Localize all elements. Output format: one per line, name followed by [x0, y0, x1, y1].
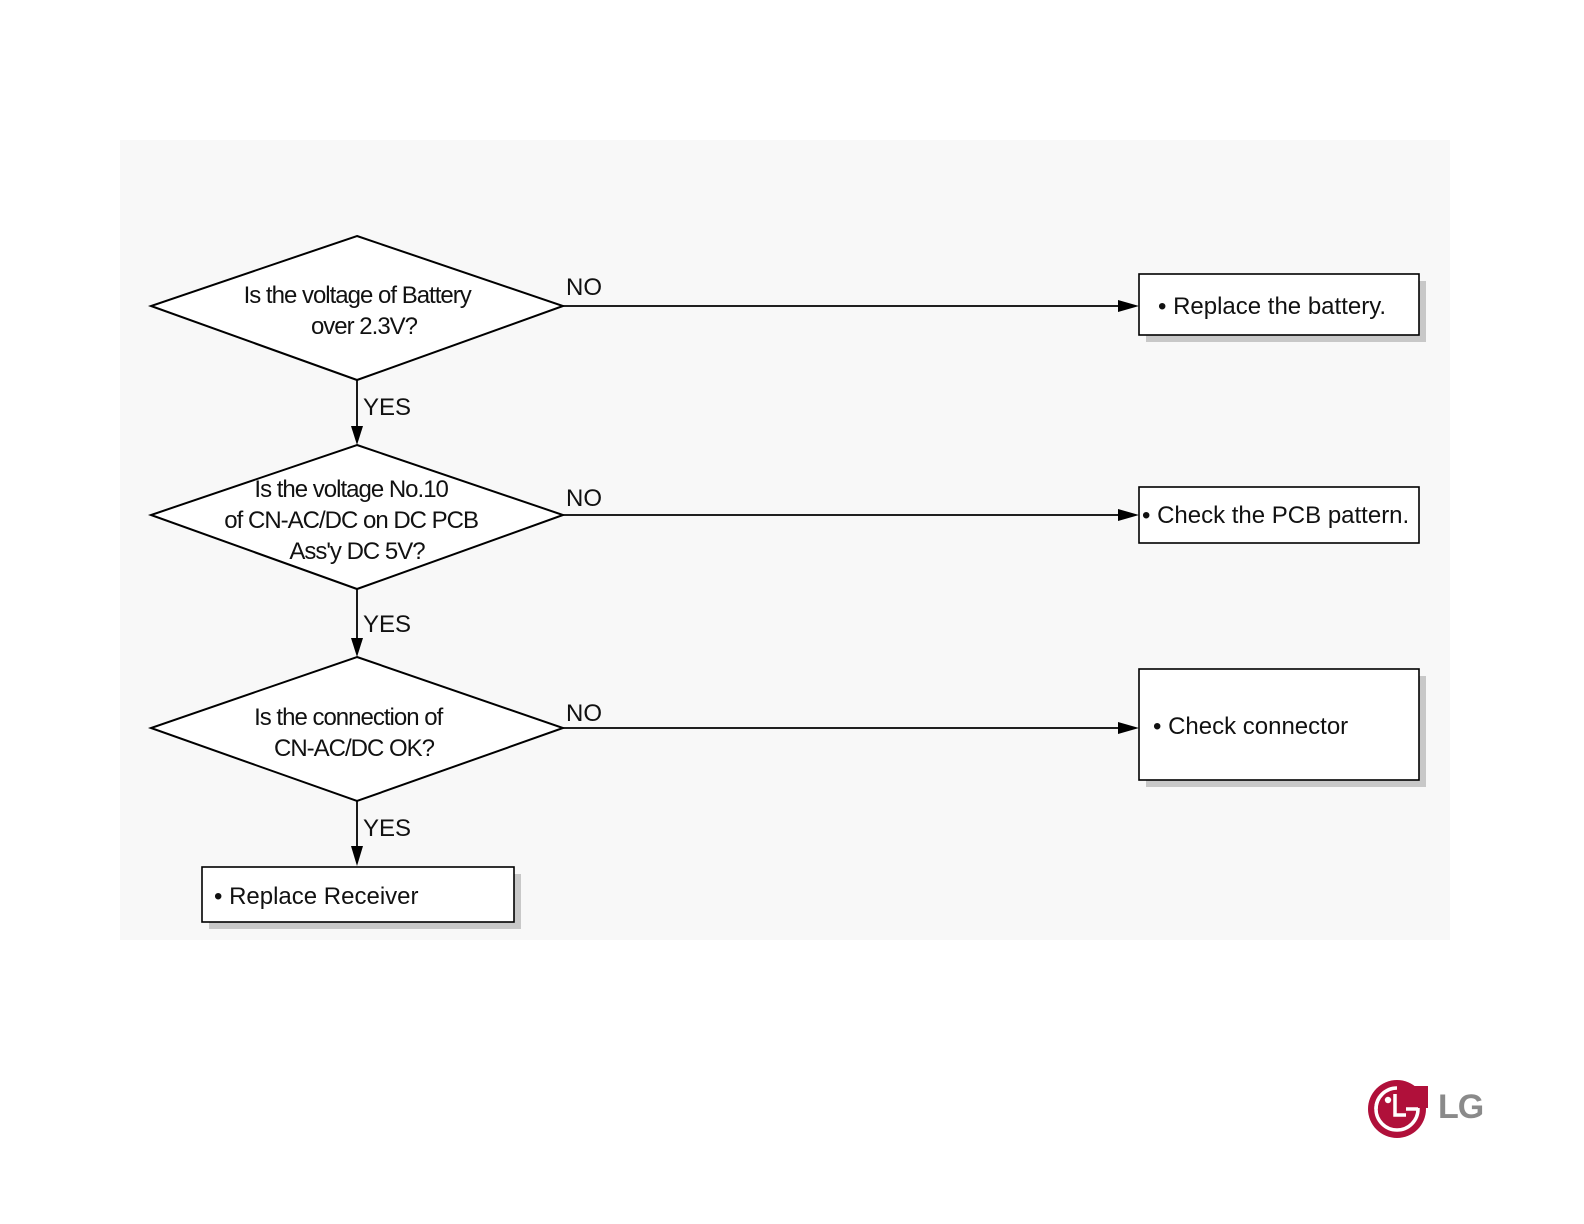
no-label-1: NO [566, 274, 602, 301]
yes-label-3: YES [363, 815, 411, 842]
lg-logo: LG [1366, 1078, 1496, 1140]
lg-logo-text: LG [1438, 1088, 1483, 1127]
no-label-2: NO [566, 485, 602, 512]
yes-label-1: YES [363, 394, 411, 421]
lg-face-icon [1366, 1078, 1428, 1140]
replace-battery-text: • Replace the battery. [1158, 293, 1386, 320]
check-connector-text: • Check connector [1153, 713, 1348, 740]
yes-label-2: YES [363, 611, 411, 638]
check-pcb-text: • Check the PCB pattern. [1142, 502, 1409, 529]
replace-receiver-text: • Replace Receiver [214, 883, 419, 910]
no-label-3: NO [566, 700, 602, 727]
